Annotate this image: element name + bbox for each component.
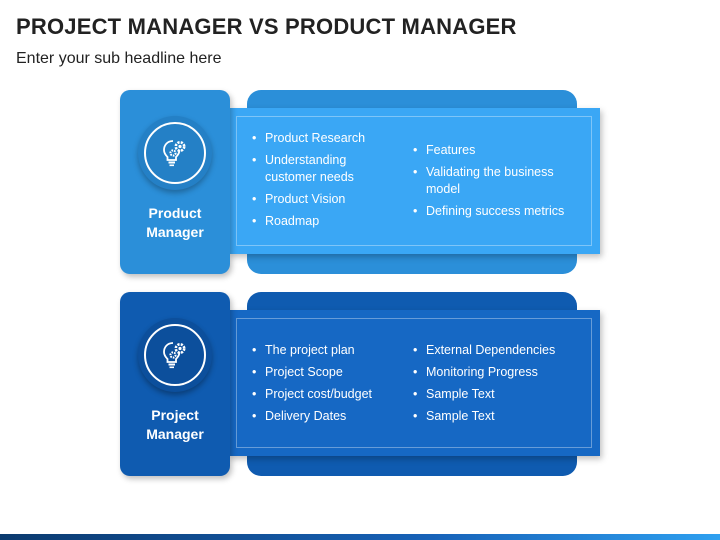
panel-border — [236, 116, 592, 246]
page-subtitle: Enter your sub headline here — [16, 50, 222, 67]
list-item: Sample Text — [411, 386, 581, 403]
product-manager-section: Product Manager Product Research Underst… — [0, 90, 720, 274]
section-label: Project Manager — [146, 407, 204, 442]
side-card: Project Manager — [120, 292, 230, 476]
list-item: Sample Text — [411, 408, 581, 425]
icon-circle — [138, 318, 212, 392]
lightbulb-gear-icon — [163, 342, 186, 369]
list-item: Project cost/budget — [250, 386, 390, 403]
panel-border — [236, 318, 592, 448]
list-item: Delivery Dates — [250, 408, 390, 425]
list-item: Roadmap — [250, 213, 390, 230]
list-item: Defining success metrics — [411, 203, 581, 220]
list-item: The project plan — [250, 342, 390, 359]
project-manager-section: Project Manager The project plan Project… — [0, 292, 720, 476]
right-list: External Dependencies Monitoring Progres… — [411, 342, 581, 430]
list-item: Product Research — [250, 130, 390, 147]
list-item: Validating the business model — [411, 164, 581, 198]
lightbulb-gear-icon — [163, 140, 186, 167]
left-list: The project plan Project Scope Project c… — [250, 342, 390, 430]
list-item: Monitoring Progress — [411, 364, 581, 381]
section-label: Product Manager — [146, 205, 204, 240]
right-list: Features Validating the business model D… — [411, 142, 581, 225]
list-item: Features — [411, 142, 581, 159]
list-item: Understanding customer needs — [250, 152, 390, 186]
left-list: Product Research Understanding customer … — [250, 130, 390, 235]
side-card: Product Manager — [120, 90, 230, 274]
icon-ring — [144, 122, 206, 184]
list-item: Project Scope — [250, 364, 390, 381]
list-item: External Dependencies — [411, 342, 581, 359]
page-title: PROJECT MANAGER VS PRODUCT MANAGER — [16, 14, 517, 39]
list-item: Product Vision — [250, 191, 390, 208]
bottom-accent-bar — [0, 534, 720, 540]
icon-circle — [138, 116, 212, 190]
icon-ring — [144, 324, 206, 386]
content-panel — [228, 310, 600, 456]
